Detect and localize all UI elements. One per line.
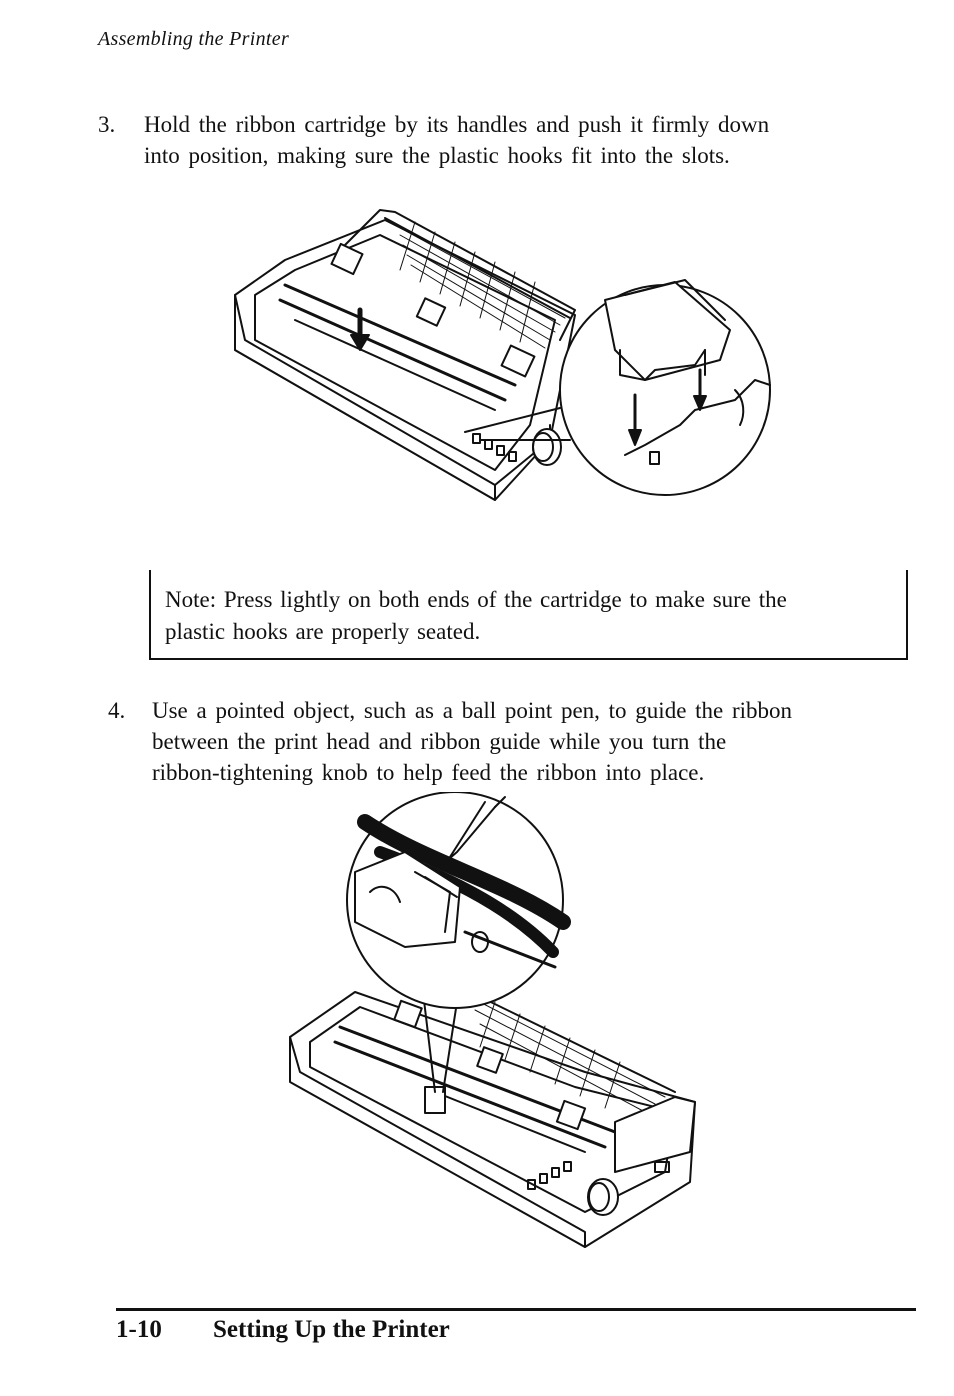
printer-cartridge-illustration (234, 209, 771, 501)
hook-detail-icon (559, 279, 771, 496)
step-line: into position, making sure the plastic h… (144, 143, 730, 168)
step-line: Use a pointed object, such as a ball poi… (152, 698, 793, 723)
printer-body-icon (234, 209, 576, 501)
note-line: plastic hooks are properly seated. (165, 619, 481, 644)
note-line: Note: Press lightly on both ends of the … (165, 587, 787, 612)
running-head: Assembling the Printer (98, 28, 290, 50)
note-box: Note: Press lightly on both ends of the … (149, 570, 908, 660)
step-number: 3. (98, 112, 116, 137)
step-text: Hold the ribbon cartridge by its handles… (144, 109, 884, 171)
chapter-title: Setting Up the Printer (213, 1316, 450, 1343)
page-number: 1-10 (116, 1316, 162, 1343)
step-text: Use a pointed object, such as a ball poi… (152, 695, 892, 788)
step-line: between the print head and ribbon guide … (152, 729, 727, 754)
step-line: ribbon-tightening knob to help feed the … (152, 760, 705, 785)
note-text: Note: Press lightly on both ends of the … (165, 584, 787, 648)
printer-body-icon (289, 986, 696, 1248)
step-number: 4. (108, 698, 126, 723)
ribbon-guide-illustration (289, 792, 696, 1248)
footer-rule (116, 1308, 916, 1311)
step-line: Hold the ribbon cartridge by its handles… (144, 112, 770, 137)
pen-detail-icon (346, 792, 571, 1009)
